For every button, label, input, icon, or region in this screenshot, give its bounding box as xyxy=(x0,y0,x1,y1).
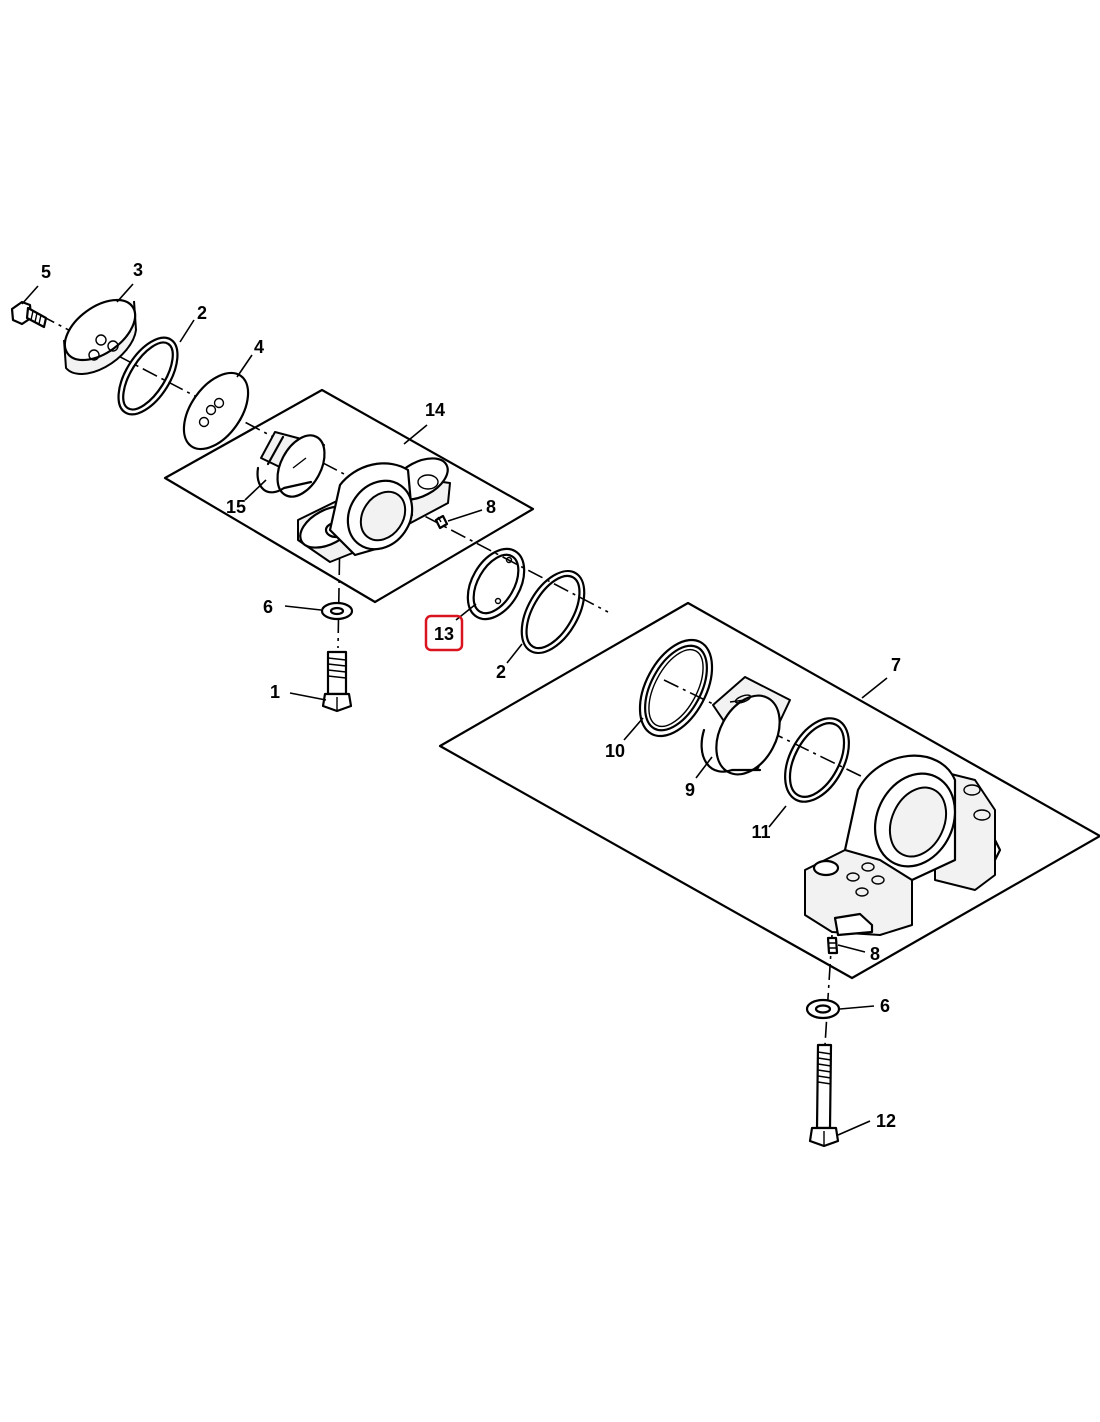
centerline-bolt-12 xyxy=(824,934,833,1046)
leader-4 xyxy=(236,354,253,378)
callout-11[interactable]: 11 xyxy=(751,822,770,842)
retaining-ring-13[interactable] xyxy=(456,539,536,629)
leader-1 xyxy=(289,692,327,701)
leader-2-upper xyxy=(179,319,195,343)
leader-8-lower xyxy=(837,944,866,953)
callout-15[interactable]: 15 xyxy=(226,497,246,517)
kit-frame-7 xyxy=(438,601,1100,980)
callout-10[interactable]: 10 xyxy=(605,741,625,761)
leader-9 xyxy=(695,756,713,779)
washer-6-lower[interactable] xyxy=(805,998,841,1020)
grease-fitting-8-upper[interactable] xyxy=(434,514,449,530)
leader-6-lower xyxy=(839,1005,875,1010)
callout-5[interactable]: 5 xyxy=(41,262,51,282)
leader-12 xyxy=(837,1120,871,1136)
centerline-bolt-1 xyxy=(337,529,341,649)
sleeve-bearing-9[interactable] xyxy=(700,676,793,785)
bearing-housing-7[interactable] xyxy=(804,754,1002,937)
leader-15 xyxy=(244,479,267,501)
kit-frame-14 xyxy=(163,388,535,604)
ring-10[interactable] xyxy=(625,628,727,748)
cap-screw-12[interactable] xyxy=(808,1043,840,1148)
callout-12[interactable]: 12 xyxy=(876,1111,896,1131)
callout-8-lower[interactable]: 8 xyxy=(870,944,880,964)
cover-plate-3[interactable] xyxy=(54,288,146,375)
callout-2-lower[interactable]: 2 xyxy=(496,662,506,682)
washer-6-upper[interactable] xyxy=(320,601,354,621)
callout-2-upper[interactable]: 2 xyxy=(197,303,207,323)
cap-screw-5[interactable] xyxy=(10,300,48,329)
callout-1[interactable]: 1 xyxy=(270,682,280,702)
leader-11 xyxy=(768,805,787,828)
leader-8-upper xyxy=(447,509,483,522)
leader-3 xyxy=(116,283,134,303)
o-ring-2-upper[interactable] xyxy=(107,328,190,424)
cap-screw-1[interactable] xyxy=(321,650,353,713)
callout-6-lower[interactable]: 6 xyxy=(880,996,890,1016)
callout-7[interactable]: 7 xyxy=(891,655,901,675)
callout-9[interactable]: 9 xyxy=(685,780,695,800)
highlight-box-13 xyxy=(424,614,464,652)
callout-13[interactable]: 13 xyxy=(434,624,454,644)
bearing-housing-14[interactable] xyxy=(294,450,455,563)
callout-6-upper[interactable]: 6 xyxy=(263,597,273,617)
gasket-4[interactable] xyxy=(171,361,261,460)
leader-10 xyxy=(623,717,644,741)
callout-3[interactable]: 3 xyxy=(133,260,143,280)
o-ring-2-lower[interactable] xyxy=(509,561,597,664)
leader-14 xyxy=(403,424,428,445)
callout-4[interactable]: 4 xyxy=(254,337,264,357)
callout-8-upper[interactable]: 8 xyxy=(486,497,496,517)
leader-6-upper xyxy=(284,605,322,611)
grease-fitting-8-lower[interactable] xyxy=(826,936,839,955)
leader-5 xyxy=(21,285,39,305)
o-ring-11[interactable] xyxy=(772,708,862,813)
callout-14[interactable]: 14 xyxy=(425,400,445,420)
bushing-15[interactable] xyxy=(256,427,335,504)
leader-2-lower xyxy=(506,643,523,664)
leader-7 xyxy=(861,677,888,699)
